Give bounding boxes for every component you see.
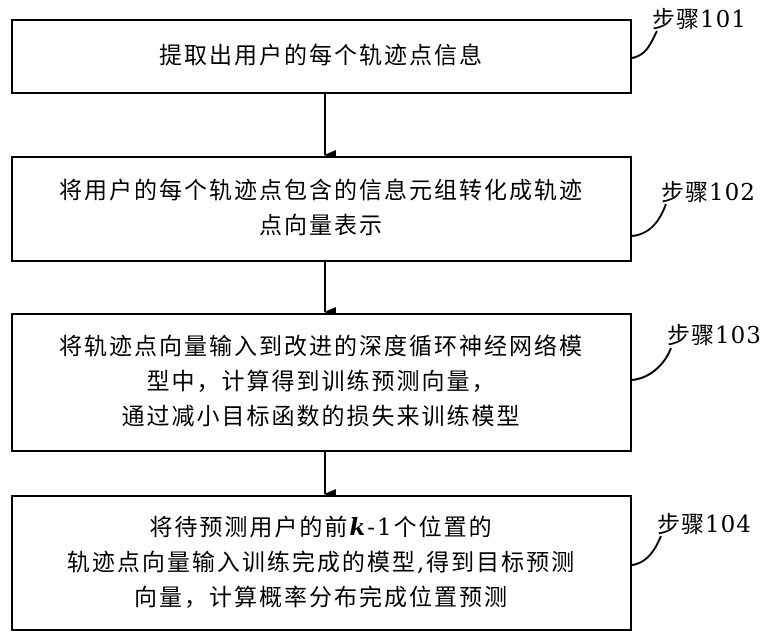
step-label-102: 步骤102 (661, 180, 756, 206)
step-label-104: 步骤104 (657, 512, 752, 538)
step-103-text-line: 将轨迹点向量输入到改进的深度循环神经网络模 (59, 330, 584, 365)
step-102-text-line: 将用户的每个轨迹点包含的信息元组转化成轨迹 (59, 174, 584, 209)
step-101-text-line: 提取出用户的每个轨迹点信息 (159, 39, 484, 74)
step-box-104: 将待预测用户的前k-1个位置的 轨迹点向量输入训练完成的模型,得到目标预测 向量… (11, 495, 632, 631)
step-label-101: 步骤101 (652, 7, 747, 33)
step-box-101: 提取出用户的每个轨迹点信息 (11, 19, 632, 94)
step-104-text-line-rich: 将待预测用户的前k-1个位置的 (149, 510, 493, 546)
leader-step4 (632, 536, 661, 565)
step-104-text-line: 向量，计算概率分布完成位置预测 (134, 581, 509, 616)
leader-step3 (632, 348, 671, 380)
step-104-text-variable: k (349, 514, 367, 541)
step-103-text-line: 型中，计算得到训练预测向量， (147, 365, 497, 400)
step-104-text-pre: 将待预测用户的前 (149, 515, 349, 541)
step-label-103: 步骤103 (667, 323, 762, 349)
leader-step1 (632, 31, 657, 58)
leader-step2 (632, 204, 666, 236)
step-box-103: 将轨迹点向量输入到改进的深度循环神经网络模 型中，计算得到训练预测向量， 通过减… (11, 313, 632, 452)
step-104-text-line: 轨迹点向量输入训练完成的模型,得到目标预测 (67, 546, 576, 581)
step-box-102: 将用户的每个轨迹点包含的信息元组转化成轨迹 点向量表示 (11, 156, 632, 262)
step-103-text-line: 通过减小目标函数的损失来训练模型 (122, 400, 522, 435)
step-102-text-line: 点向量表示 (259, 209, 384, 244)
step-104-text-post: -1个位置的 (367, 515, 493, 541)
